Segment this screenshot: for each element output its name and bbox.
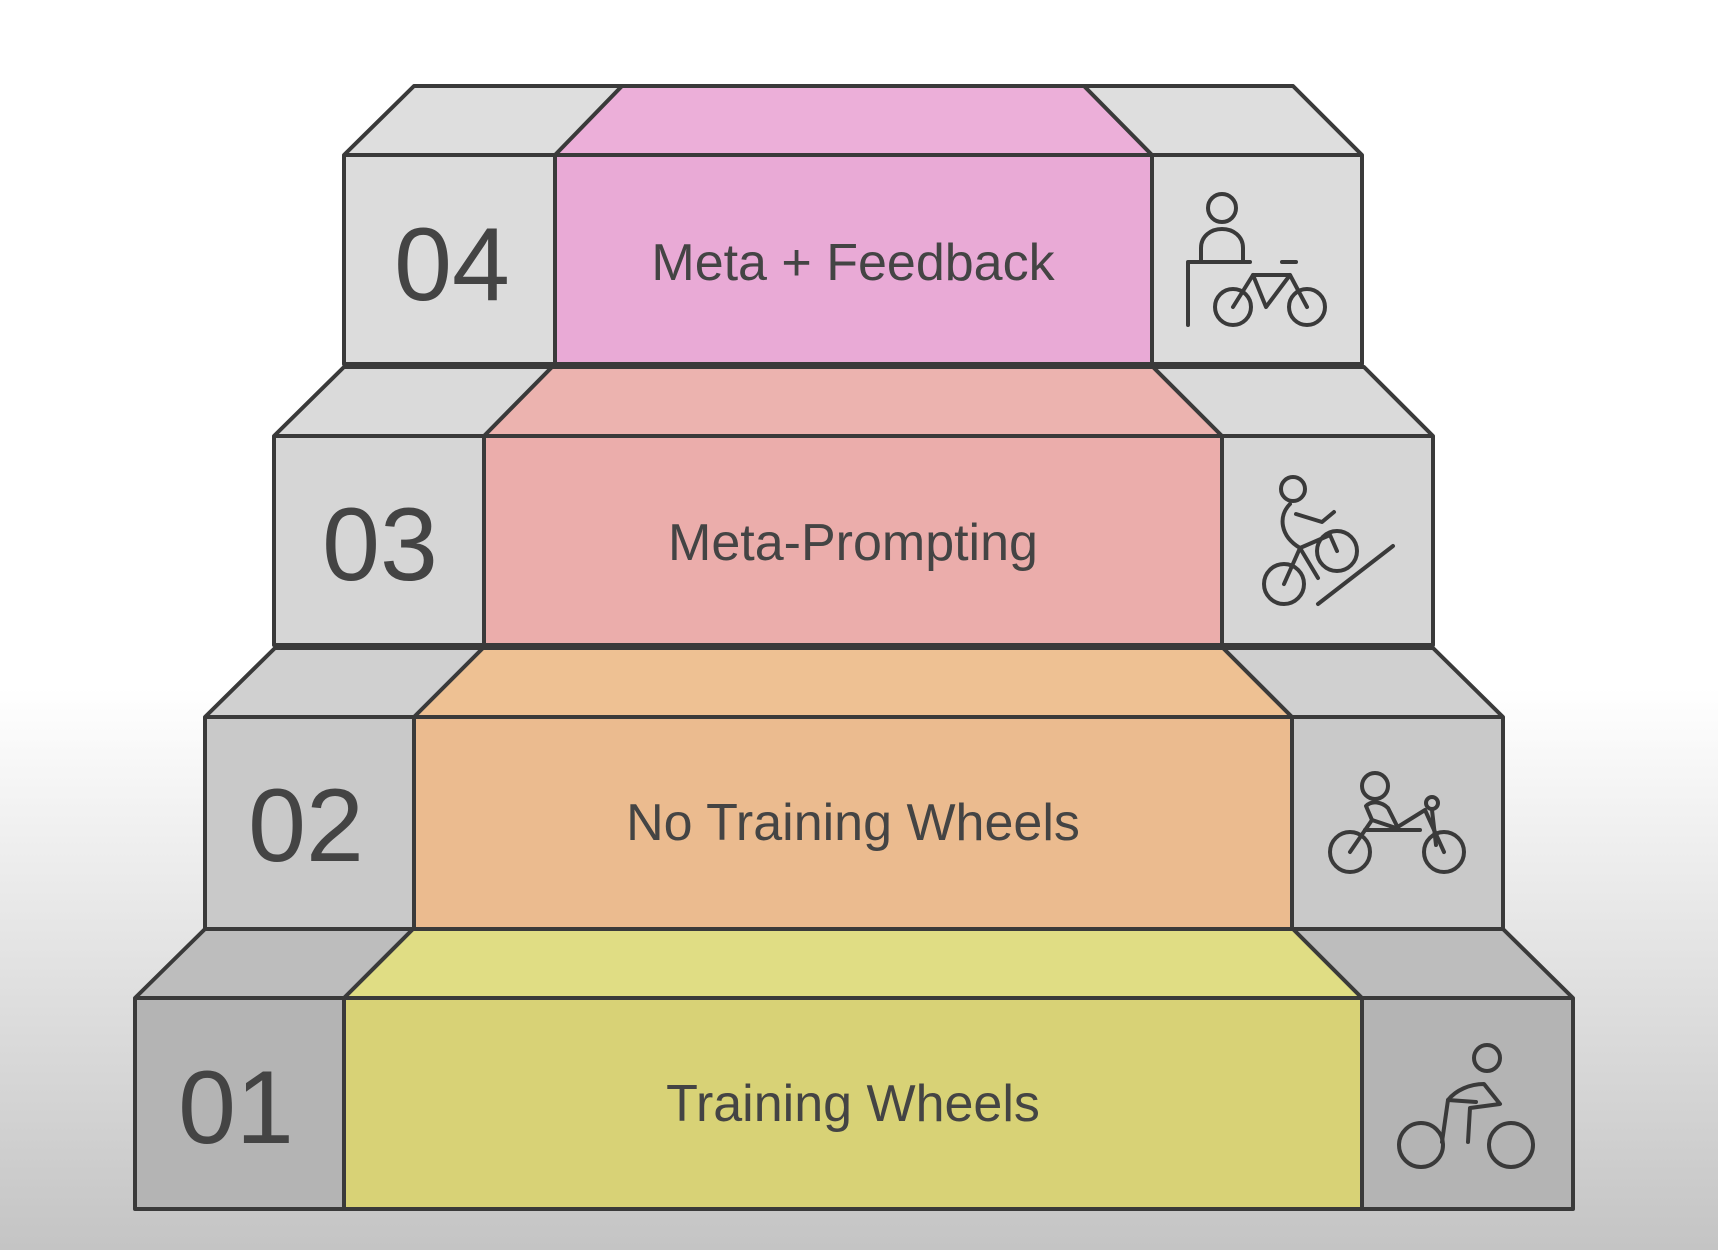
step-2: 02 No Training Wheels	[205, 648, 1503, 929]
step-2-outline	[203, 646, 1505, 931]
step-1-right-top-face	[1293, 929, 1573, 998]
uphill-cyclist-icon	[1262, 475, 1395, 606]
step-1-outline	[133, 927, 1575, 1211]
step-4-label: Meta + Feedback	[651, 234, 1055, 292]
step-4-center-block	[555, 155, 1152, 364]
staircase-outlines	[133, 84, 1575, 1211]
cyclist-icon	[1397, 1043, 1535, 1169]
coach-and-bike-icon	[1186, 192, 1327, 327]
step-2-left-block	[205, 717, 414, 929]
step-2-right-top-face	[1223, 648, 1503, 717]
step-3-right-block	[1222, 436, 1433, 645]
step-4-right-block	[1152, 155, 1362, 364]
step-1: 01 Training Wheels	[135, 929, 1573, 1209]
step-1-label: Training Wheels	[666, 1075, 1040, 1133]
step-3-left-block	[274, 436, 484, 645]
step-3-center-top-face	[484, 367, 1222, 436]
step-3-right-top-face	[1153, 367, 1433, 436]
step-2-label: No Training Wheels	[626, 794, 1080, 852]
step-4-outline	[342, 84, 1364, 366]
step-1-center-top-face	[344, 929, 1362, 998]
step-3-left-top-face	[274, 367, 552, 436]
bike-with-helper-icon	[1328, 771, 1466, 874]
step-2-center-block	[414, 717, 1292, 929]
step-1-center-block	[344, 998, 1362, 1209]
step-4: 04 Meta + Feedback	[344, 86, 1362, 364]
step-2-left-top-face	[205, 648, 483, 717]
step-4-center-top-face	[555, 86, 1152, 155]
step-4-left-block	[344, 155, 555, 364]
step-2-center-top-face	[414, 648, 1292, 717]
step-4-right-top-face	[1084, 86, 1362, 155]
step-1-left-block	[135, 998, 344, 1209]
step-1-left-top-face	[135, 929, 413, 998]
step-3-center-block	[484, 436, 1222, 645]
step-1-right-block	[1362, 998, 1573, 1209]
step-3: 03 Meta-Prompting	[274, 367, 1433, 645]
step-3-outline	[272, 365, 1435, 647]
step-3-label: Meta-Prompting	[668, 514, 1038, 572]
step-4-number: 04	[394, 207, 510, 323]
step-3-number: 03	[322, 487, 438, 603]
step-2-number: 02	[248, 768, 364, 884]
step-1-number: 01	[178, 1050, 294, 1166]
step-4-left-top-face	[344, 86, 622, 155]
